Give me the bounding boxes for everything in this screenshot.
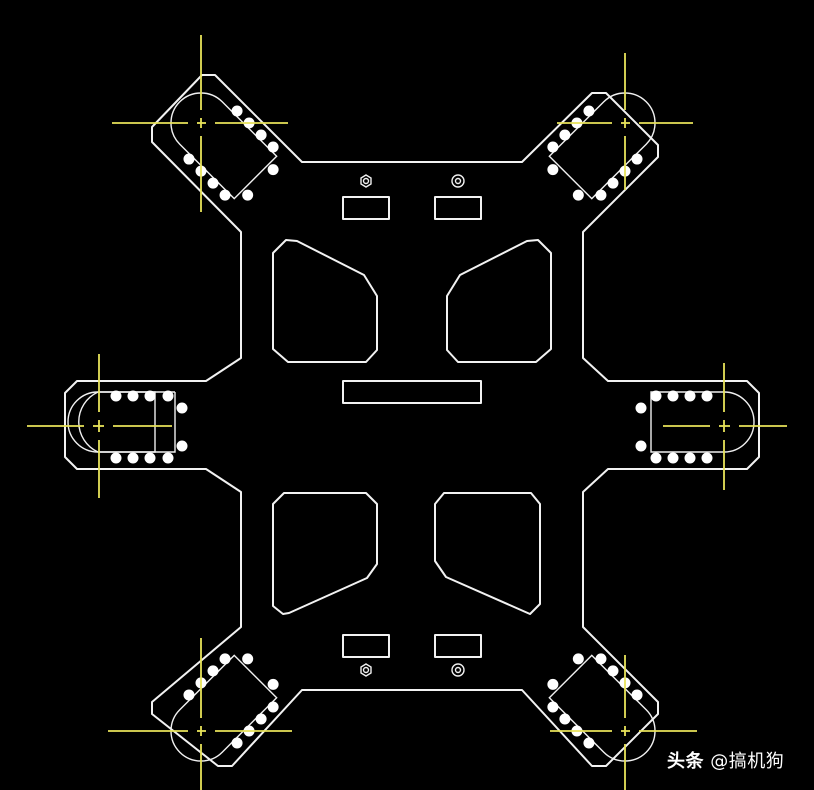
mount-hole-icon — [451, 174, 465, 188]
cutout-bottom-right — [434, 492, 541, 615]
cutout-top-left — [272, 239, 378, 363]
slot-bottom-left — [342, 634, 390, 658]
mount-hole-icon — [360, 663, 372, 677]
slot-center — [342, 380, 482, 404]
cutout-top-right — [446, 239, 552, 363]
hole-row — [110, 390, 188, 464]
slot-bottom-right — [434, 634, 482, 658]
arm-top-right — [547, 53, 693, 201]
slot-top-left — [342, 196, 390, 220]
plate-outline — [64, 74, 760, 767]
mount-hole-icon — [451, 663, 465, 677]
watermark-brand: 头条 — [667, 751, 704, 772]
arm-right — [635, 363, 787, 490]
mount-hole-icon — [360, 174, 372, 188]
hole-row — [635, 390, 713, 464]
arm-left — [27, 354, 188, 498]
cutout-bottom-left — [272, 492, 378, 615]
arm-bottom-left — [108, 638, 292, 790]
arm-top-left — [112, 35, 288, 212]
watermark-handle: @搞机狗 — [710, 751, 785, 772]
arm-bottom-right — [547, 653, 697, 790]
watermark: 头条 @搞机狗 — [667, 747, 784, 773]
slot-top-right — [434, 196, 482, 220]
